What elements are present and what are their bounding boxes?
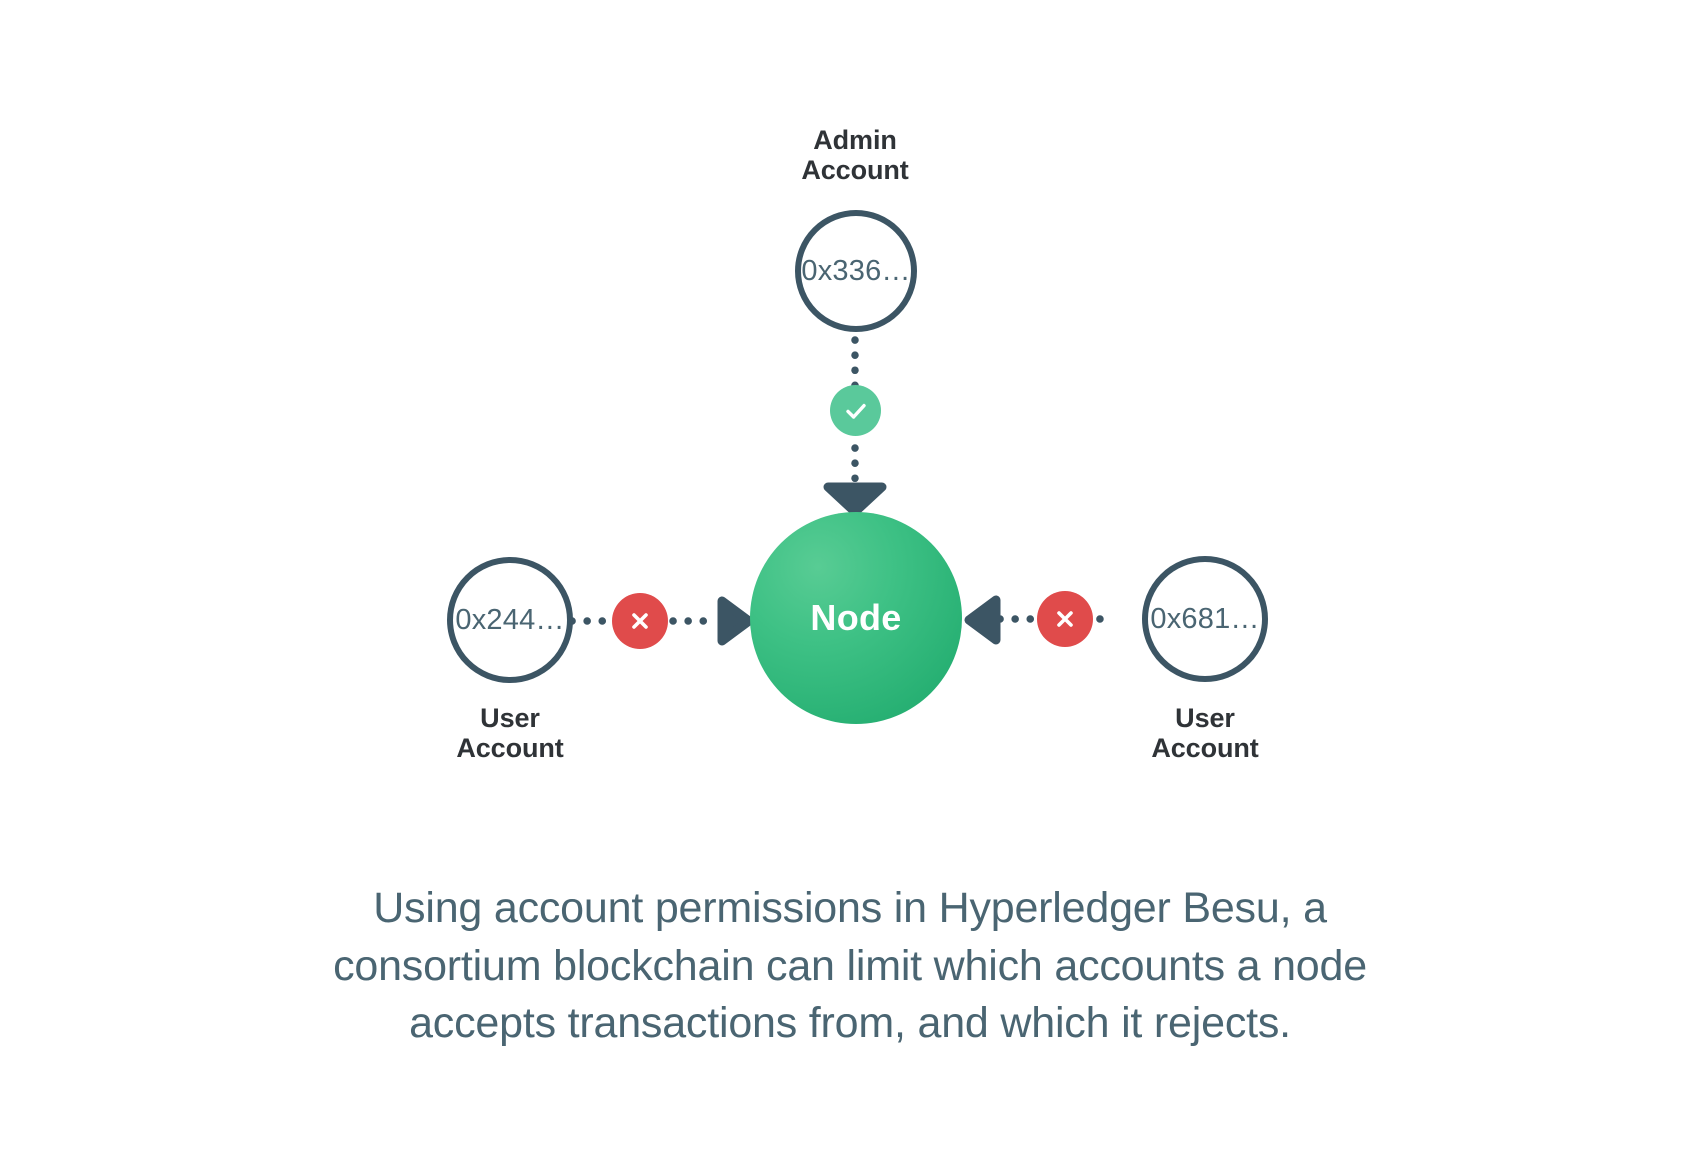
user-account-right-circle[interactable]: 0x681…: [1142, 556, 1268, 682]
cross-icon: [632, 613, 648, 629]
user-account-right-label: User Account: [1151, 703, 1259, 764]
admin-account-label: Admin Account: [801, 125, 909, 186]
diagram-caption: Using account permissions in Hyperledger…: [333, 884, 1367, 1048]
node-circle[interactable]: Node: [750, 512, 962, 724]
check-icon: [845, 403, 866, 419]
arrowhead-down-icon: [823, 482, 887, 517]
user-account-left-circle[interactable]: 0x244…: [447, 557, 573, 683]
cross-icon: [1057, 611, 1073, 627]
permission-allow-badge: [830, 385, 881, 436]
user-account-right-address: 0x681…: [1150, 602, 1260, 635]
arrowhead-right-icon: [717, 596, 754, 646]
permission-deny-badge-left: [612, 593, 668, 649]
permission-deny-badge-right: [1037, 591, 1093, 647]
admin-account-address: 0x336…: [801, 254, 911, 287]
user-account-left-label: User Account: [456, 703, 564, 764]
user-account-left-address: 0x244…: [455, 603, 565, 636]
arrowhead-left-icon: [964, 595, 1001, 645]
node-label: Node: [810, 597, 902, 638]
admin-account-circle[interactable]: 0x336…: [795, 210, 917, 332]
permissions-diagram: Admin Account 0x336… Node 0x244… User Ac…: [447, 125, 1268, 764]
